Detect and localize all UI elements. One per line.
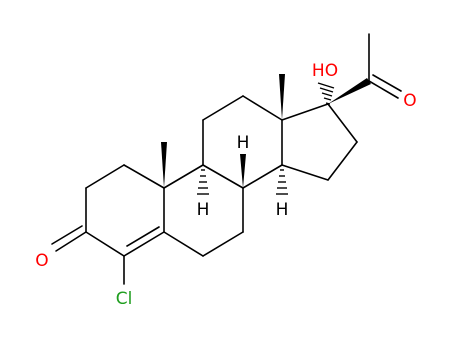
bond-c15-c16 xyxy=(327,141,358,181)
bond-c11-c12 xyxy=(202,95,244,121)
h14-label: H xyxy=(276,200,289,220)
wedge-c13-methyl xyxy=(279,74,285,120)
hash-c17-oh xyxy=(317,82,335,105)
bond-c10-c1 xyxy=(123,164,165,189)
bond-c9-c10 xyxy=(163,164,204,189)
acetyl-oxygen-label: O xyxy=(403,91,416,111)
hydroxyl-label: HO xyxy=(312,61,338,81)
ketone-oxygen-label: O xyxy=(35,251,48,271)
h9-label: H xyxy=(197,200,210,220)
wedge-c8-h xyxy=(240,154,246,188)
wedge-c17-c20 xyxy=(328,78,371,104)
bond-c4-c5-double-b xyxy=(126,226,160,247)
chlorine-label: Cl xyxy=(116,289,133,309)
hash-c9-h xyxy=(197,169,209,195)
h8-label: H xyxy=(237,133,250,153)
bond-c4-c5-double-a xyxy=(123,231,165,257)
bond-c14-c8 xyxy=(242,164,283,189)
wedge-c10-methyl xyxy=(161,142,167,188)
bond-c6-c7 xyxy=(202,231,244,257)
bond-c16-c17 xyxy=(327,103,358,143)
hash-c14-h xyxy=(276,169,288,195)
bond-c17-c13 xyxy=(281,103,329,121)
bond-c20-o-double-b xyxy=(372,74,402,92)
bond-c5-c6 xyxy=(163,231,204,257)
bond-c3-o-double-a xyxy=(55,231,87,252)
bond-c20-o-double-a xyxy=(368,80,399,99)
bond-c1-c2 xyxy=(85,164,125,189)
bond-c3-o-double-b xyxy=(51,225,83,245)
bond-c12-c13 xyxy=(242,95,283,121)
bond-c3-c4 xyxy=(85,231,125,257)
bond-c8-c9 xyxy=(202,164,244,189)
bond-c14-c15 xyxy=(281,164,329,181)
